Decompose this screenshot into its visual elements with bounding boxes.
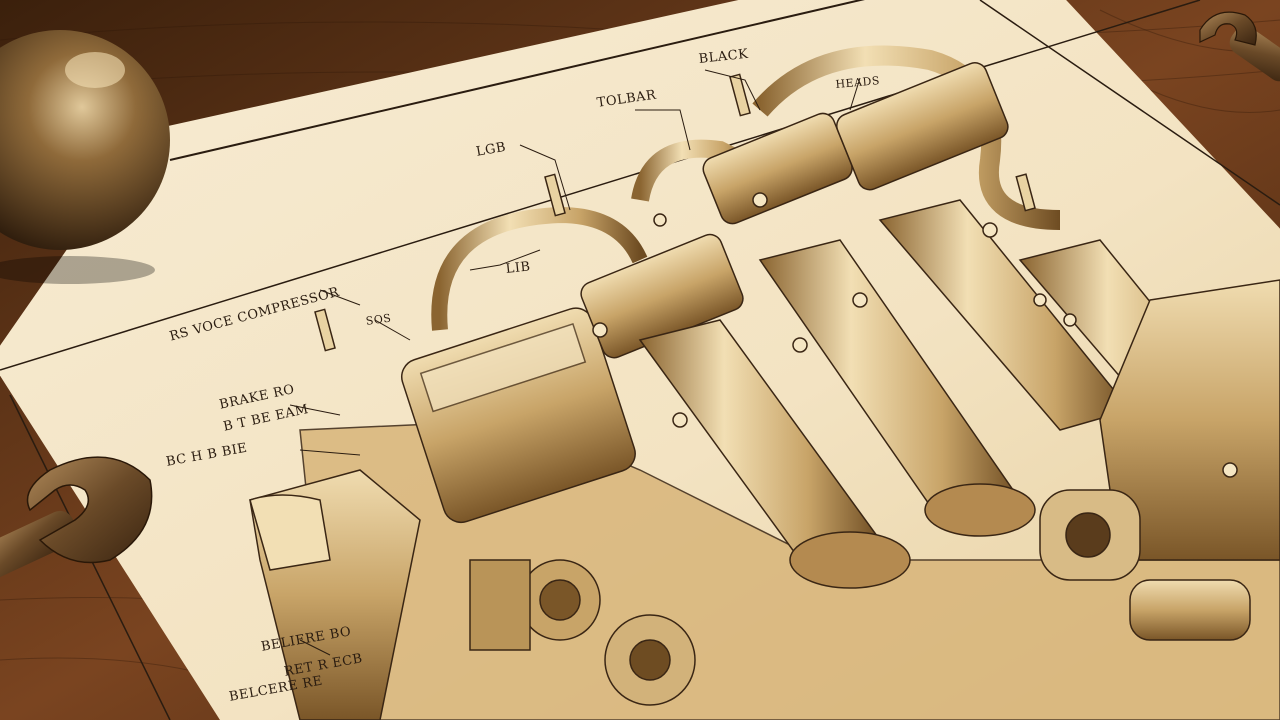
metal-sphere [0,30,170,284]
leader-lines [289,69,861,656]
gear-detail [469,559,696,706]
wrench-left [0,456,153,586]
engine-cutaway-drawing [249,45,1280,720]
label-lib: LIB [505,259,532,277]
wrench-top-right [1199,11,1280,82]
